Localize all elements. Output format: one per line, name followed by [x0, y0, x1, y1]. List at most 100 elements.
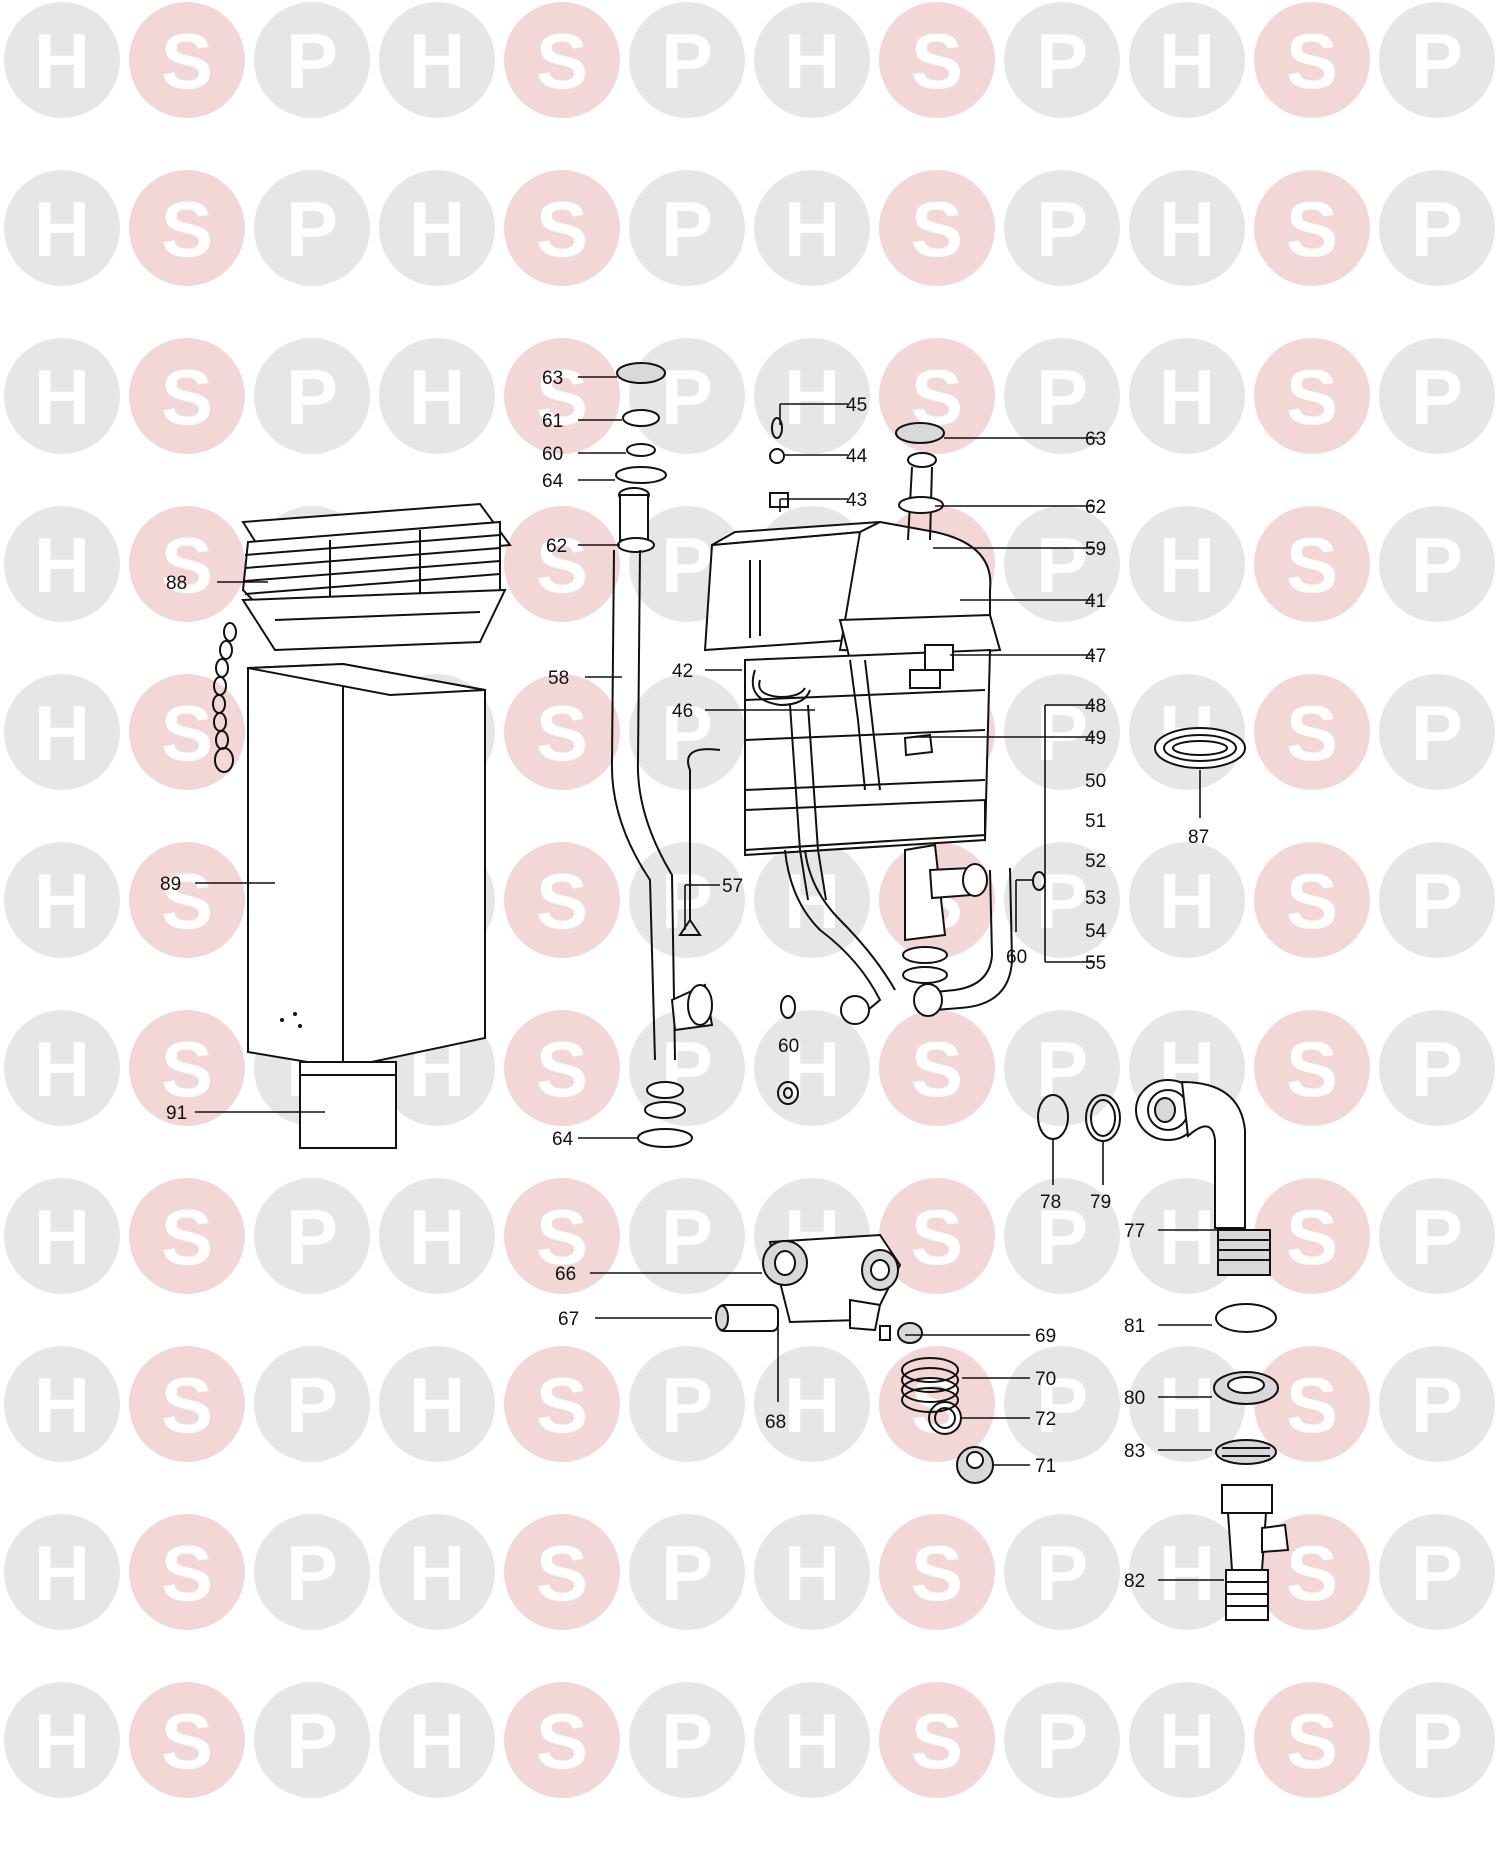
watermark-circle: [379, 1346, 495, 1462]
nut-80: [1213, 1371, 1279, 1405]
watermark-circle: [1379, 1178, 1495, 1294]
watermark-circle: [254, 338, 370, 454]
part-label-64: 64: [542, 471, 564, 492]
part-label-69: 69: [1035, 1326, 1056, 1347]
watermark-letter: H: [784, 1697, 840, 1785]
watermark-letter: P: [1036, 17, 1088, 105]
watermark-circle: [379, 1178, 495, 1294]
watermark-letter: P: [1411, 1361, 1463, 1449]
flue-spigot-91: [299, 1061, 397, 1149]
watermark-letter: H: [1159, 1361, 1215, 1449]
watermark-letter: H: [34, 185, 90, 273]
watermark-circle: [1379, 1514, 1495, 1630]
watermark-circle: [879, 1010, 995, 1126]
watermark-letter: S: [161, 521, 213, 609]
watermark-letter: P: [1411, 1025, 1463, 1113]
watermark-circle: [4, 1346, 120, 1462]
watermark-circle: [879, 1514, 995, 1630]
watermark-circle: [754, 1010, 870, 1126]
watermark-letter: P: [1036, 185, 1088, 273]
part-label-58: 58: [548, 668, 569, 689]
watermark-letter: H: [409, 1529, 465, 1617]
watermark-letter: S: [161, 17, 213, 105]
part-label-44: 44: [846, 446, 868, 467]
watermark-circle: [1254, 170, 1370, 286]
watermark-letter: P: [661, 1193, 713, 1281]
part-label-62: 62: [1085, 497, 1106, 518]
watermark-letter: H: [34, 1361, 90, 1449]
watermark-circle: [504, 1514, 620, 1630]
watermark-letter: S: [161, 1025, 213, 1113]
internal-pipework: [678, 659, 1014, 1025]
watermark-letter: S: [536, 689, 588, 777]
hose-87: [1154, 727, 1246, 769]
watermark-circle: [4, 842, 120, 958]
elbow-77: [1135, 1079, 1271, 1276]
watermark-circle: [254, 2, 370, 118]
watermark-circle: [1254, 1010, 1370, 1126]
watermark-letter: S: [1286, 1193, 1338, 1281]
screw-69: [879, 1322, 923, 1344]
watermark-letter: P: [1036, 1697, 1088, 1785]
watermark-circle: [1379, 1346, 1495, 1462]
part-label-78: 78: [1040, 1192, 1061, 1213]
part-label-66: 66: [555, 1264, 576, 1285]
watermark-circle: [4, 1682, 120, 1798]
part-label-88: 88: [166, 573, 187, 594]
watermark-letter: S: [536, 17, 588, 105]
watermark-circle: [4, 506, 120, 622]
watermark-circle: [879, 170, 995, 286]
part-label-64: 64: [552, 1129, 574, 1150]
watermark-letter: P: [1411, 1193, 1463, 1281]
watermark-letter: H: [1159, 1529, 1215, 1617]
watermark-circle: [504, 1682, 620, 1798]
watermark-letter: H: [1159, 1193, 1215, 1281]
part-label-48: 48: [1085, 696, 1106, 717]
watermark-letter: P: [1411, 857, 1463, 945]
oring-72: [928, 1401, 962, 1435]
watermark-letter: S: [536, 1361, 588, 1449]
watermark-letter: P: [661, 353, 713, 441]
watermark-letter: H: [784, 353, 840, 441]
watermark-letter: P: [1411, 1697, 1463, 1785]
watermark-letter: S: [161, 1193, 213, 1281]
watermark-letter: S: [1286, 521, 1338, 609]
watermark-letter: P: [1411, 521, 1463, 609]
part-label-83: 83: [1124, 1441, 1145, 1462]
watermark-letter: H: [1159, 1697, 1215, 1785]
watermark-letter: P: [661, 1361, 713, 1449]
part-label-52: 52: [1085, 851, 1106, 872]
watermark-letter: P: [1411, 185, 1463, 273]
watermark-circle: [879, 1682, 995, 1798]
watermark-circle: [1379, 506, 1495, 622]
watermark-letter: H: [784, 1025, 840, 1113]
part-label-91: 91: [166, 1103, 187, 1124]
watermark-circle: [629, 1682, 745, 1798]
watermark-circle: [1379, 674, 1495, 790]
part-label-71: 71: [1035, 1456, 1056, 1477]
watermark-circle: [379, 1514, 495, 1630]
watermark-letter: P: [286, 1529, 338, 1617]
watermark-circle: [379, 338, 495, 454]
watermark-circle: [1004, 1346, 1120, 1462]
watermark-letter: P: [1036, 521, 1088, 609]
casing-89: [247, 662, 486, 1070]
watermark-circle: [1004, 1682, 1120, 1798]
fitting-66: [762, 1233, 902, 1332]
watermark-circle: [1129, 1682, 1245, 1798]
watermark-circle: [1379, 842, 1495, 958]
watermark-circle: [379, 2, 495, 118]
watermark-circle: [129, 338, 245, 454]
watermark-letter: H: [409, 353, 465, 441]
watermark-letter: P: [661, 1697, 713, 1785]
watermark-letter: H: [34, 521, 90, 609]
watermark-circle: [129, 842, 245, 958]
part-label-60: 60: [778, 1036, 799, 1057]
watermark-circle: [254, 170, 370, 286]
watermark-letter: H: [1159, 857, 1215, 945]
watermark-circle: [1129, 506, 1245, 622]
pin-67: [715, 1304, 779, 1332]
watermark-letter: S: [911, 185, 963, 273]
